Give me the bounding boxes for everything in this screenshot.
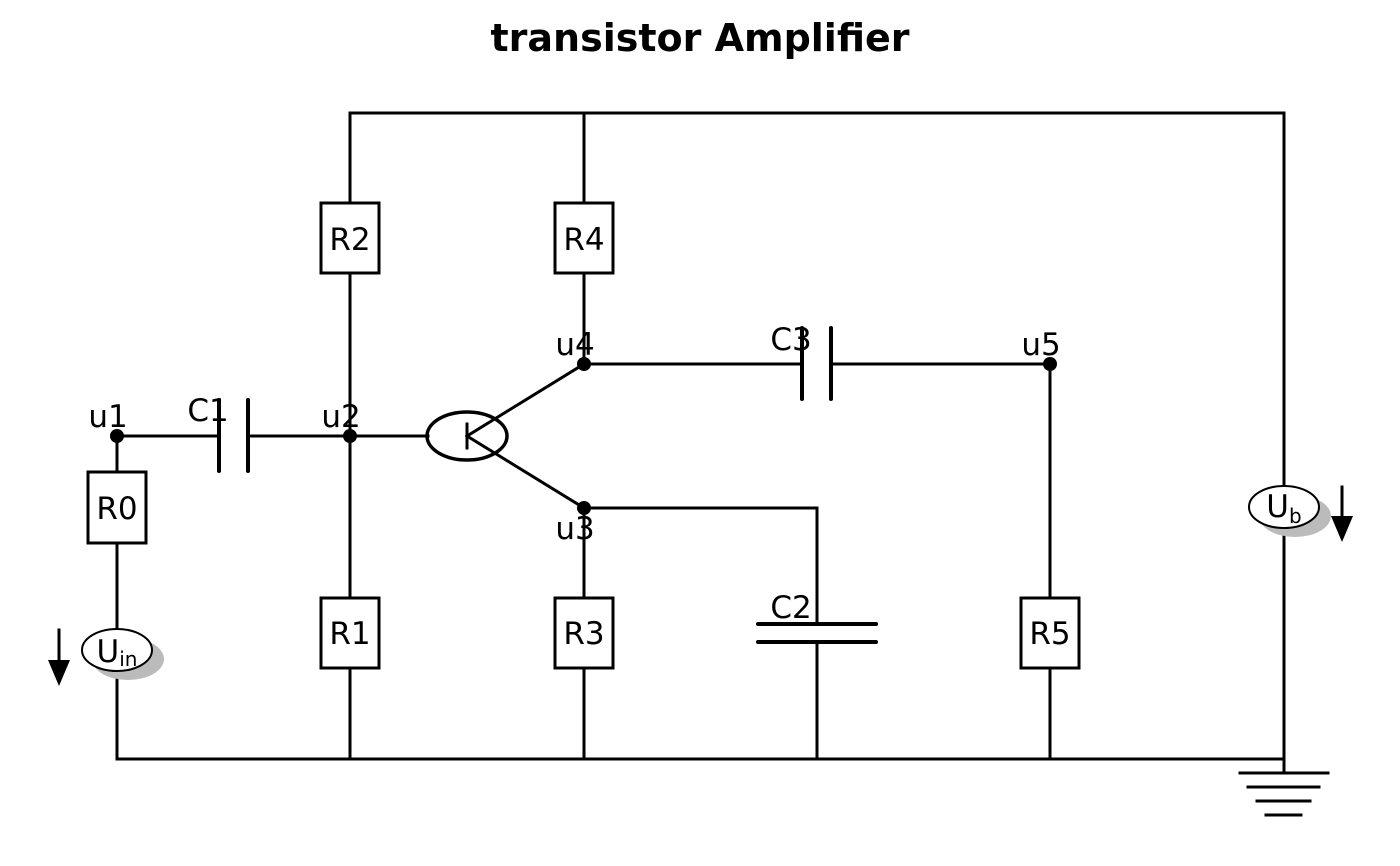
arrow-head-icon	[48, 660, 70, 686]
source-ub: Ub	[1248, 485, 1353, 542]
node-label: u2	[321, 399, 360, 435]
node-u4: u4	[555, 327, 595, 371]
resistor-r0: R0	[86, 470, 148, 545]
resistor-label: R5	[1029, 616, 1070, 652]
node-label: u3	[555, 511, 594, 547]
resistor-r5: R5	[1019, 596, 1081, 670]
node-label: u4	[555, 327, 594, 363]
capacitor-label: C1	[187, 393, 228, 429]
node-label: u5	[1021, 327, 1060, 363]
node-u1: u1	[88, 399, 128, 443]
node-u3: u3	[555, 501, 595, 547]
resistor-label: R0	[96, 491, 137, 527]
capacitor-c2: C2	[756, 590, 878, 644]
resistor-r3: R3	[553, 596, 615, 670]
resistor-label: R4	[563, 222, 604, 258]
ground-symbol	[1238, 771, 1330, 817]
node-u2: u2	[321, 399, 361, 443]
arrow-head-icon	[1331, 516, 1353, 542]
source-label: Uin	[97, 634, 138, 671]
resistor-r2: R2	[319, 201, 381, 275]
transistor-t1	[425, 410, 509, 462]
resistor-label: R3	[563, 616, 604, 652]
capacitor-c1: C1	[187, 393, 250, 473]
resistor-r4: R4	[553, 201, 615, 275]
source-uin: Uin	[48, 628, 164, 686]
source-label: Ub	[1266, 489, 1301, 528]
diagram-title: transistor Amplifier	[490, 16, 910, 60]
capacitor-label: C2	[770, 590, 811, 626]
resistor-r1: R1	[319, 596, 381, 670]
wire-emitter	[464, 433, 587, 511]
capacitor-c3: C3	[770, 322, 833, 401]
wires	[115, 111, 1286, 775]
node-label: u1	[88, 399, 127, 435]
resistor-label: R2	[329, 222, 370, 258]
resistor-label: R1	[329, 616, 370, 652]
node-u5: u5	[1021, 327, 1061, 371]
wire-collector	[464, 361, 587, 439]
capacitor-label: C3	[770, 322, 811, 358]
transistor-body	[425, 410, 509, 462]
